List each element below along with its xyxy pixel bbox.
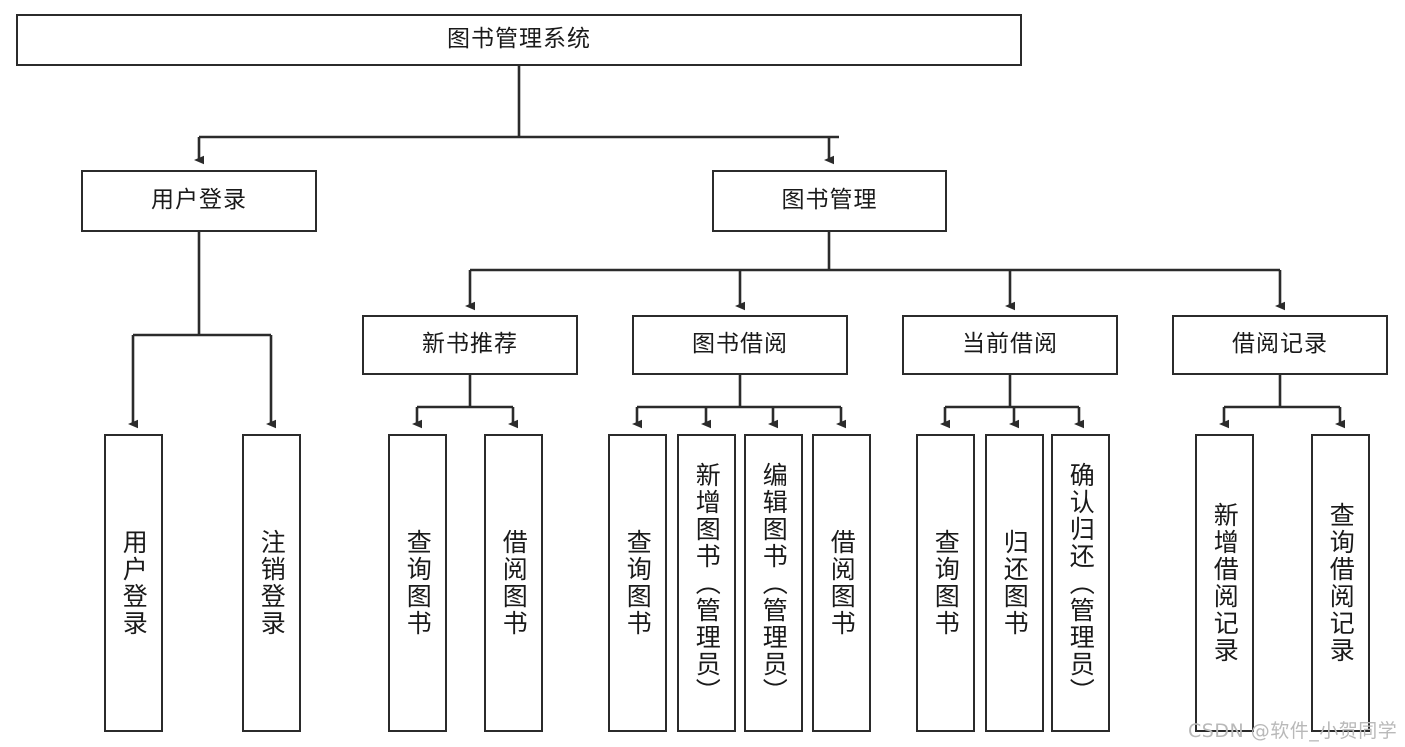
node-leaf-borrow-book-1-label: 借阅图书 [499,529,529,637]
node-user-login-label: 用户登录 [151,187,247,214]
node-root[interactable]: 图书管理系统 [16,14,1022,66]
node-new-book-recommend-label: 新书推荐 [422,331,518,358]
node-leaf-confirm-return[interactable]: 确认归还（管理员） [1051,434,1110,732]
node-leaf-logout-login[interactable]: 注销登录 [242,434,301,732]
node-leaf-add-record-label: 新增借阅记录 [1210,502,1240,664]
node-leaf-add-book-label: 新增图书（管理员） [692,461,722,705]
node-leaf-borrow-book-1[interactable]: 借阅图书 [484,434,543,732]
node-leaf-query-book-3[interactable]: 查询图书 [916,434,975,732]
node-book-manage[interactable]: 图书管理 [712,170,947,232]
node-leaf-return-book[interactable]: 归还图书 [985,434,1044,732]
node-leaf-query-book-2-label: 查询图书 [623,529,653,637]
node-leaf-query-book-1[interactable]: 查询图书 [388,434,447,732]
node-user-login[interactable]: 用户登录 [81,170,317,232]
node-leaf-query-book-3-label: 查询图书 [931,529,961,637]
node-leaf-user-login-label: 用户登录 [119,529,149,637]
node-leaf-borrow-book-2-label: 借阅图书 [827,529,857,637]
node-leaf-query-book-2[interactable]: 查询图书 [608,434,667,732]
node-borrow-record[interactable]: 借阅记录 [1172,315,1388,375]
node-borrow-record-label: 借阅记录 [1232,331,1328,358]
node-leaf-edit-book[interactable]: 编辑图书（管理员） [744,434,803,732]
node-leaf-borrow-book-2[interactable]: 借阅图书 [812,434,871,732]
node-current-borrow[interactable]: 当前借阅 [902,315,1118,375]
node-leaf-query-book-1-label: 查询图书 [403,529,433,637]
node-root-label: 图书管理系统 [447,26,591,53]
node-leaf-add-record[interactable]: 新增借阅记录 [1195,434,1254,732]
node-leaf-logout-login-label: 注销登录 [257,529,287,637]
node-current-borrow-label: 当前借阅 [962,331,1058,358]
node-leaf-query-record-label: 查询借阅记录 [1326,502,1356,664]
node-leaf-add-book[interactable]: 新增图书（管理员） [677,434,736,732]
watermark: CSDN @软件_小贺同学 [1188,720,1398,742]
node-leaf-query-record[interactable]: 查询借阅记录 [1311,434,1370,732]
node-leaf-return-book-label: 归还图书 [1000,529,1030,637]
node-book-manage-label: 图书管理 [781,187,878,214]
node-leaf-edit-book-label: 编辑图书（管理员） [759,461,789,705]
node-new-book-recommend[interactable]: 新书推荐 [362,315,578,375]
node-book-borrow-label: 图书借阅 [692,331,788,358]
node-leaf-user-login[interactable]: 用户登录 [104,434,163,732]
node-leaf-confirm-return-label: 确认归还（管理员） [1066,461,1096,705]
node-book-borrow[interactable]: 图书借阅 [632,315,848,375]
